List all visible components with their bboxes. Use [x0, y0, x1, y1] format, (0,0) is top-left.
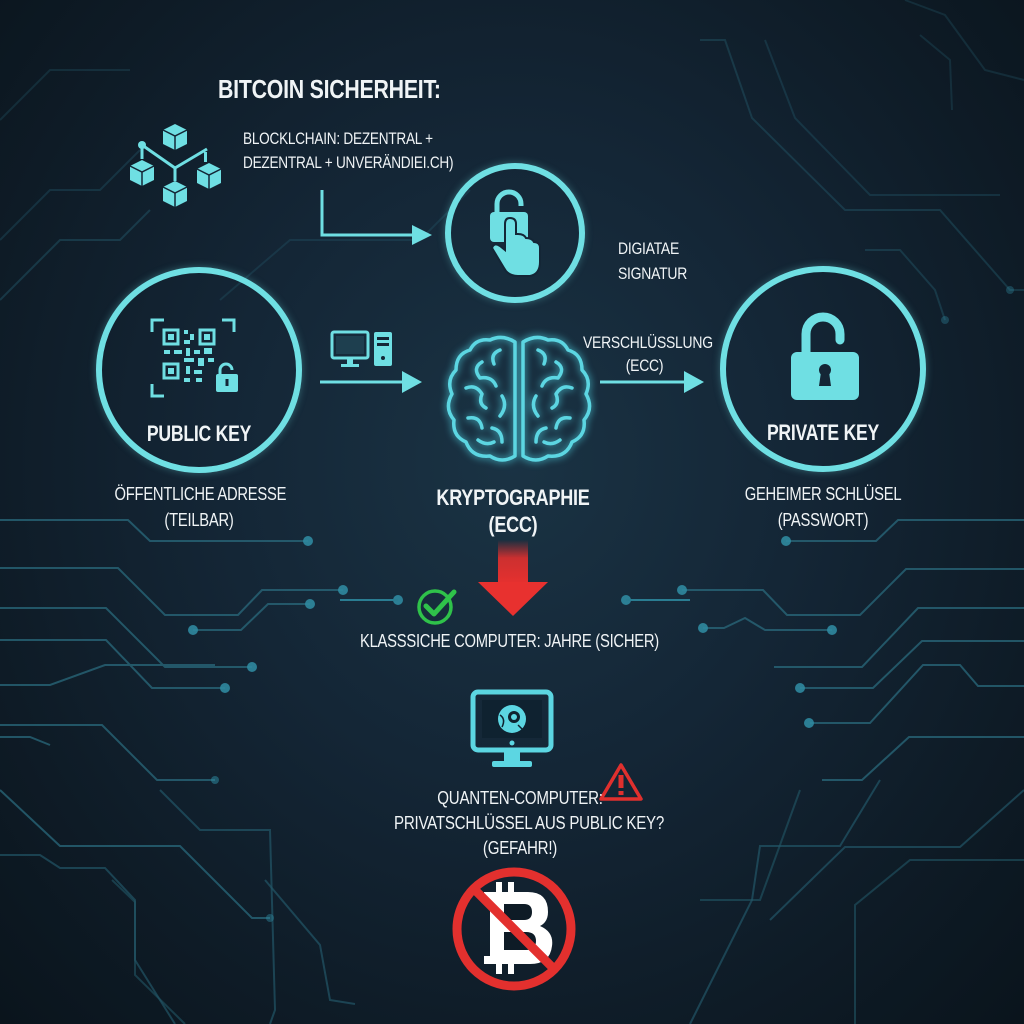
padlock-open-icon [791, 312, 859, 400]
quantum-line-1: QUANTEN-COMPUTER: [437, 788, 603, 808]
signature-line-1: DIGIATAE [618, 239, 680, 258]
crypto-line-1: KRYPTOGRAPHIE [436, 485, 590, 510]
private-key-circle: PRIVATE KEY [720, 266, 926, 472]
signature-line-2: SIGNATUR [618, 264, 688, 283]
warning-triangle-icon [599, 763, 643, 801]
red-down-arrow-icon [478, 540, 548, 616]
computer-icon [330, 330, 392, 367]
crypto-line-2: (ECC) [488, 512, 538, 537]
signature-label: DIGIATAE SIGNATUR [618, 236, 687, 286]
blockchain-line-1: BLOCKLCHAIN: DEZENTRAL + [243, 129, 433, 148]
encryption-line-2: (ECC) [625, 356, 664, 375]
public-key-sub-1: ÖFFENTLICHE ADRESSE [114, 484, 287, 504]
private-key-label: PRIVATE KEY [766, 420, 880, 445]
private-key-sub-2: (PASSWORT) [777, 510, 869, 530]
lock-finger-touch-icon [490, 189, 541, 277]
public-key-description: ÖFFENTLICHE ADRESSE (TEILBAR) [114, 481, 287, 533]
blockchain-line-2: DEZENTRAL + UNVERÄNDIEI.CH) [243, 153, 454, 172]
no-bitcoin-icon [452, 867, 576, 991]
blockchain-description: BLOCKLCHAIN: DEZENTRAL + DEZENTRAL + UNV… [243, 127, 454, 175]
public-key-sub-2: (TEILBAR) [164, 510, 234, 530]
encryption-label: VERSCHLÜSSLUNG (ECC) [583, 331, 713, 377]
private-key-sub-1: GEHEIMER SCHLÜSEL [744, 484, 902, 504]
quantum-line-3: (GEFAHR!) [482, 838, 558, 858]
encryption-line-1: VERSCHLÜSSLUNG [583, 333, 713, 352]
public-key-label: PUBLIC KEY [146, 421, 252, 446]
blockchain-cubes-icon [129, 124, 222, 207]
public-key-circle: PUBLIC KEY [96, 267, 302, 473]
crypto-label: KRYPTOGRAPHIE (ECC) [431, 484, 595, 538]
check-circle-icon [417, 589, 457, 625]
quantum-line-2: PRIVATSCHLÜSSEL AUS PUBLIC KEY? [394, 813, 665, 833]
classic-computer-text: KLASSSICHE COMPUTER: JAHRE (SICHER) [360, 631, 659, 651]
quantum-computer-text: QUANTEN-COMPUTER: PRIVATSCHLÜSSEL AUS PU… [394, 786, 665, 861]
private-key-description: GEHEIMER SCHLÜSEL (PASSWORT) [730, 481, 915, 533]
qr-code-lock-icon [150, 318, 238, 398]
arrow-to-crypto [320, 371, 422, 393]
page-title: BITCOIN SICHERHEIT: [218, 74, 441, 104]
brain-icon [446, 335, 592, 462]
quantum-monitor-icon [470, 689, 554, 767]
arrow-to-signature [320, 190, 432, 245]
arrow-to-private-key [600, 371, 704, 393]
signature-circle [445, 163, 585, 303]
